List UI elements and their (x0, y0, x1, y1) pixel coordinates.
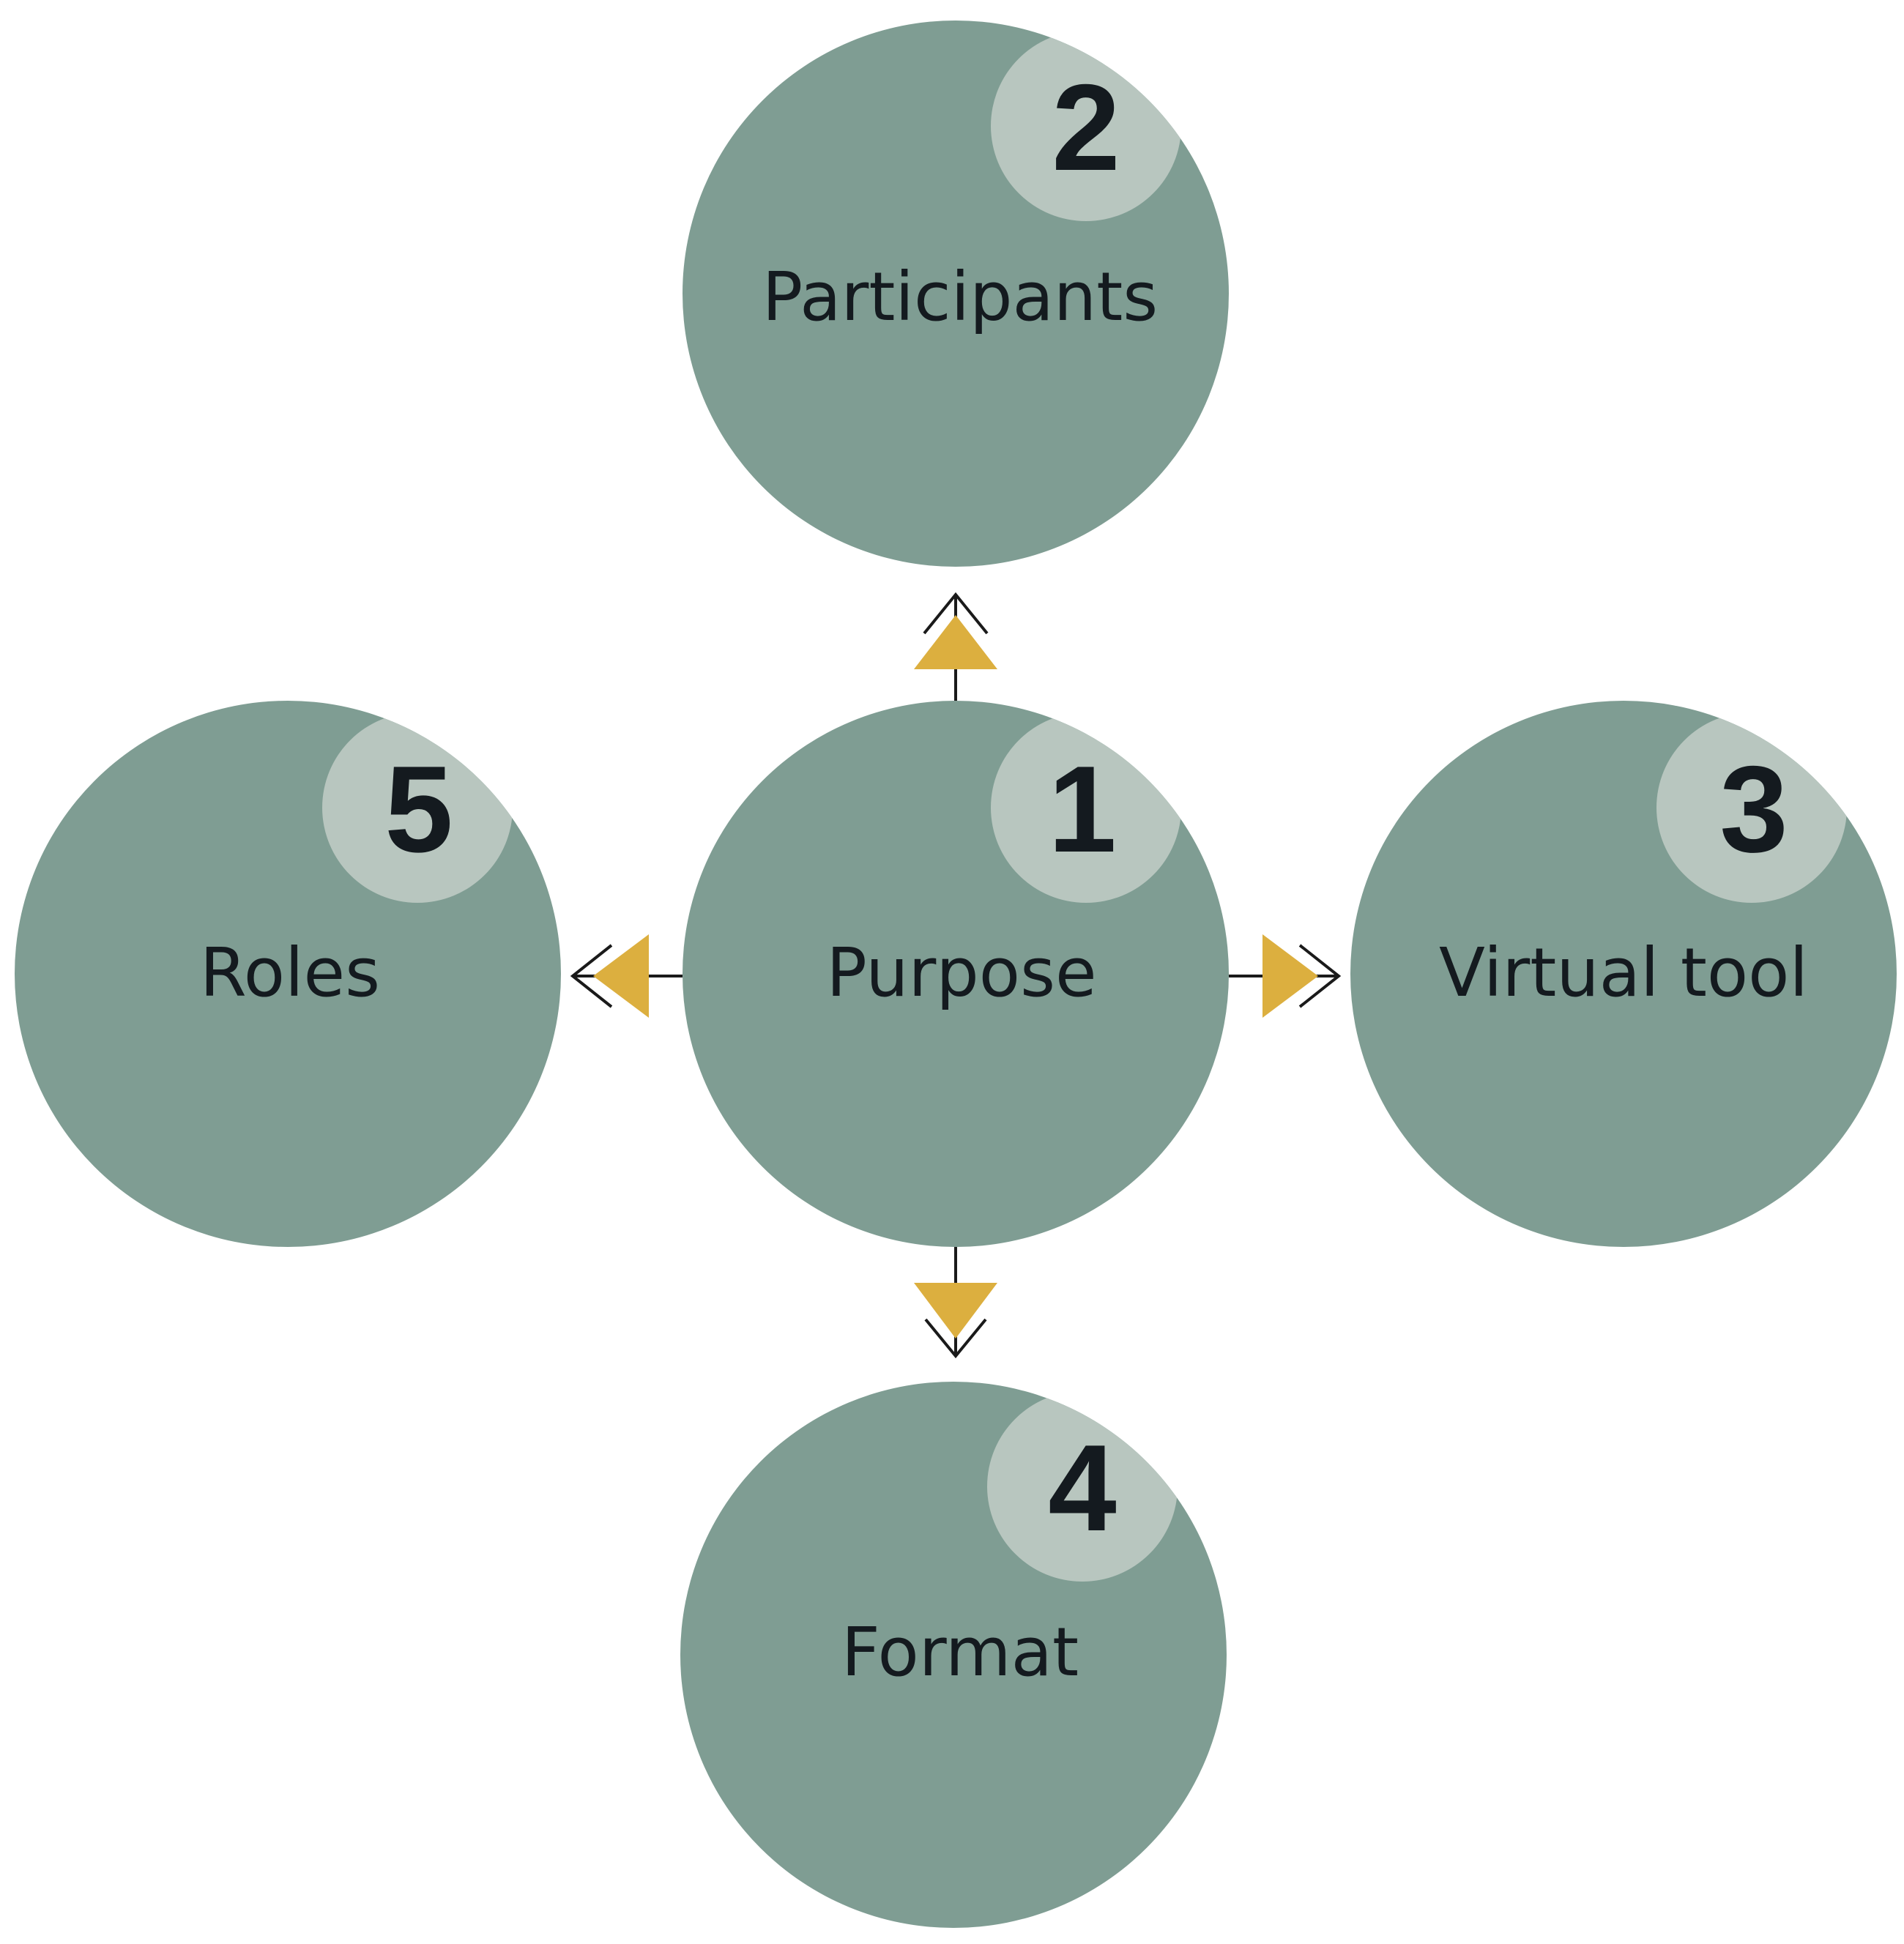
node-roles-label: Roles (200, 934, 380, 1012)
node-purpose-number: 1 (1048, 740, 1116, 878)
arrow-left-triangle (593, 934, 649, 1018)
arrow-up (914, 592, 997, 701)
arrow-right-chevron (1298, 944, 1342, 1008)
arrow-up-triangle (914, 615, 997, 669)
node-virtual-tool-number: 3 (1719, 740, 1788, 878)
node-format-number: 4 (1048, 1419, 1116, 1557)
node-virtual-tool-label: Virtual tool (1439, 934, 1808, 1012)
arrow-down-triangle (914, 1283, 997, 1338)
node-format-label: Format (841, 1613, 1079, 1691)
node-roles-number: 5 (384, 740, 453, 878)
node-roles: 5 Roles (15, 701, 561, 1247)
node-purpose-label: Purpose (826, 934, 1096, 1012)
node-participants: 2 Participants (683, 21, 1229, 567)
node-participants-number: 2 (1052, 59, 1120, 196)
arrow-left-chevron (570, 944, 613, 1008)
arrow-down-chevron (924, 1318, 987, 1359)
arrow-right (1229, 934, 1342, 1018)
arrow-down (914, 1247, 997, 1359)
arrow-left (570, 934, 683, 1018)
node-virtual-tool: 3 Virtual tool (1350, 701, 1897, 1247)
node-participants-label: Participants (762, 258, 1158, 336)
arrow-right-triangle (1262, 934, 1318, 1018)
node-format: 4 Format (680, 1382, 1227, 1928)
arrow-up-chevron (923, 592, 989, 635)
node-purpose: 1 Purpose (683, 701, 1229, 1247)
